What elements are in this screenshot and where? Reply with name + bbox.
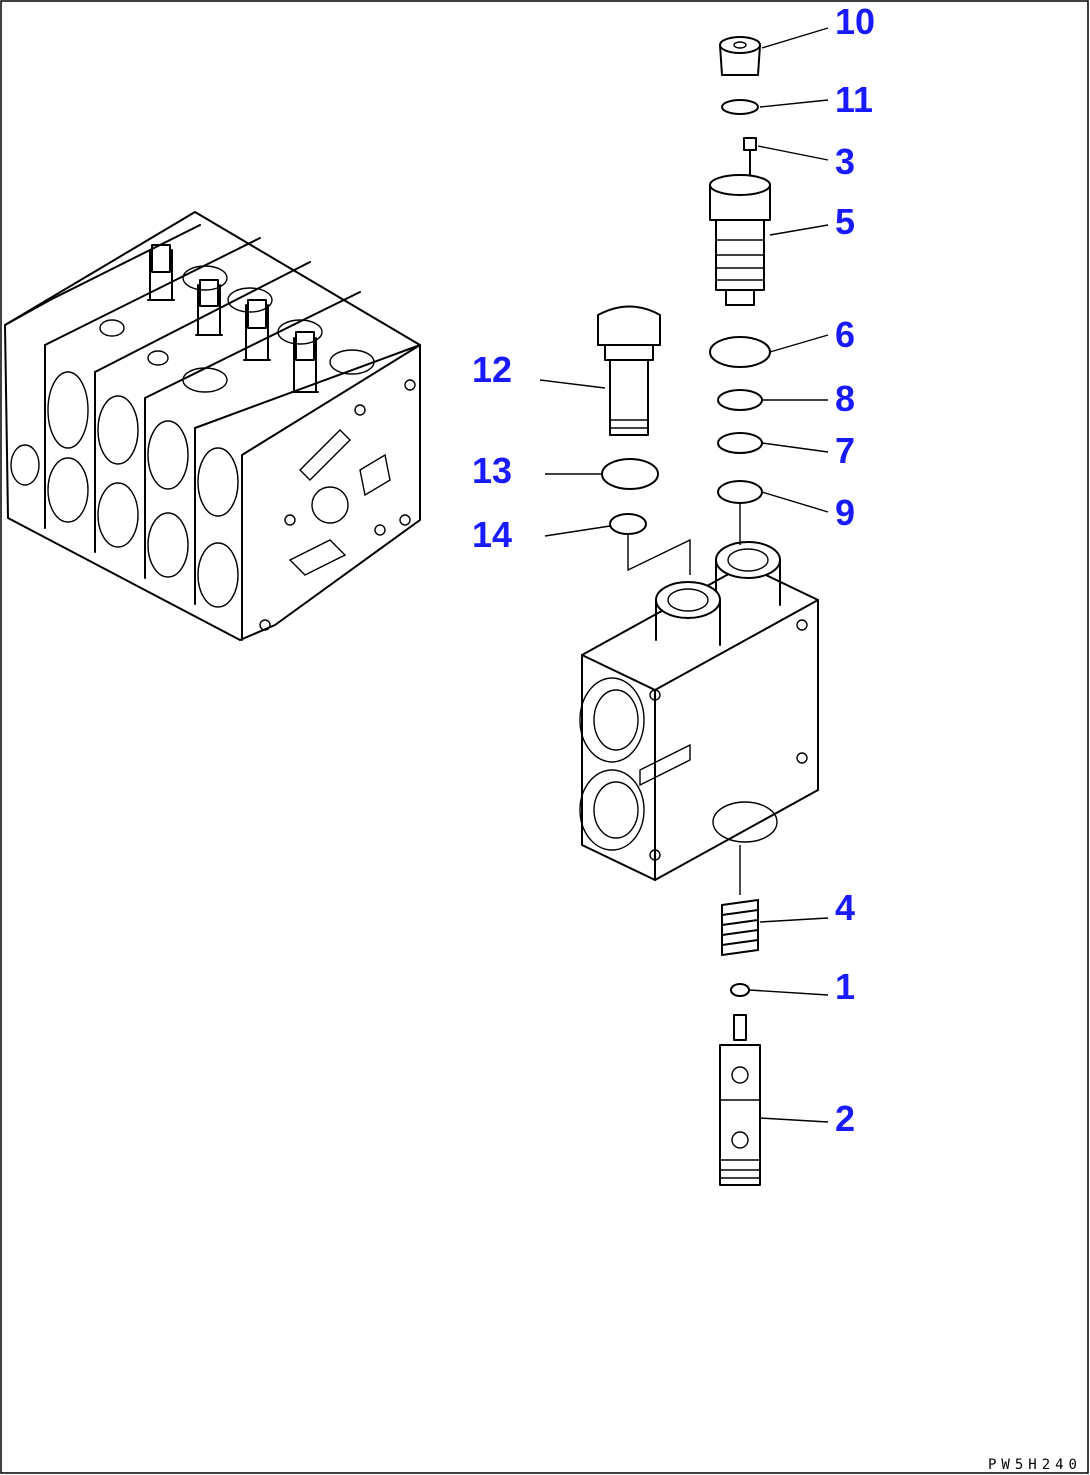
part-2-spool <box>719 1014 761 1186</box>
assembly-axis-left <box>627 534 691 575</box>
part-5-relief-valve <box>709 174 771 306</box>
callout-7: 7 <box>835 430 856 471</box>
callout-11: 11 <box>835 79 874 120</box>
callout-3: 3 <box>835 141 856 182</box>
callout-12: 12 <box>472 349 513 390</box>
callout-9: 9 <box>835 492 856 533</box>
leader-lines <box>539 27 829 1123</box>
part-10-plug <box>719 36 761 76</box>
callout-6: 6 <box>835 314 856 355</box>
callout-4: 4 <box>835 887 856 928</box>
callout-10: 10 <box>835 1 876 42</box>
drawing-code: PW5H240 <box>987 1457 1082 1473</box>
part-8-backup-ring <box>717 389 763 411</box>
part-6-o-ring <box>709 336 771 368</box>
part-11-o-ring <box>721 99 759 115</box>
valve-section-body <box>579 541 819 881</box>
callout-14: 14 <box>472 514 513 555</box>
part-14-o-ring <box>609 513 647 535</box>
part-12-plug <box>597 305 661 436</box>
part-7-o-ring <box>717 432 763 454</box>
callout-1: 1 <box>835 966 856 1007</box>
callout-13: 13 <box>472 450 513 491</box>
part-4-spring <box>721 899 759 956</box>
callout-2: 2 <box>835 1098 856 1139</box>
control-valve-assembly <box>4 211 421 641</box>
part-9-o-ring <box>717 480 763 504</box>
part-13-o-ring <box>601 458 659 490</box>
callout-5: 5 <box>835 201 856 242</box>
callout-8: 8 <box>835 378 856 419</box>
part-1-ring <box>730 983 750 997</box>
